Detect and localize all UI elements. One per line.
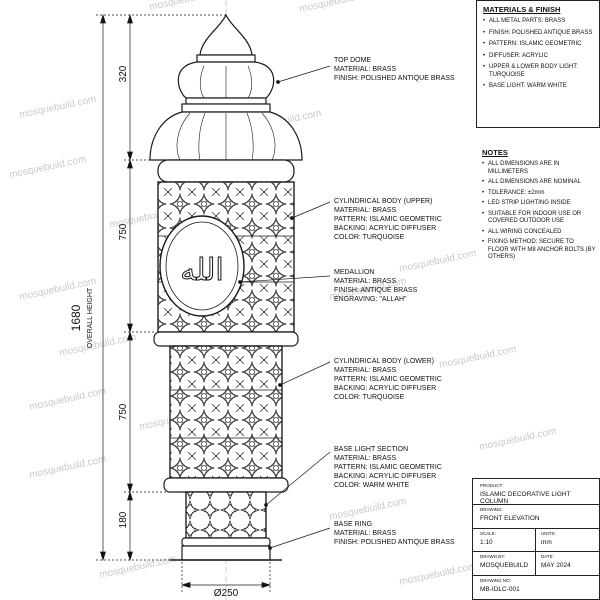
notes-item: TOLERANCE: ±2mm <box>482 190 596 198</box>
callout-line: COLOR: TURQUOISE <box>334 394 405 401</box>
callout-heading: CYLINDRICAL BODY (UPPER) <box>334 198 432 205</box>
notes-panel: NOTES ALL DIMENSIONS ARE IN MILLIMETERS … <box>478 146 600 281</box>
tb-drawing-label: DRAWING: <box>480 507 503 512</box>
tb-date: MAY 2024 <box>541 562 571 569</box>
watermark-text: mosquebuild.com <box>298 0 377 15</box>
tb-drawing: FRONT ELEVATION <box>480 515 540 522</box>
tb-drawn-by: MOSQUEBUILD <box>480 562 529 569</box>
watermark-text: mosquebuild.com <box>28 454 107 481</box>
callout-heading: TOP DOME <box>334 57 371 64</box>
callout-line: BACKING: ACRYLIC DIFFUSER <box>334 225 436 232</box>
callout-line: ENGRAVING: "ALLAH" <box>334 296 407 303</box>
watermark-text: mosquebuild.com <box>58 332 137 359</box>
watermark-text: mosquebuild.com <box>98 554 177 581</box>
watermark-text: mosquebuild.com <box>18 276 97 303</box>
callout-line: FINISH: POLISHED ANTIQUE BRASS <box>334 539 455 546</box>
watermark-text: mosquebuild.com <box>28 386 107 413</box>
callout-heading: BASE RING <box>334 521 372 528</box>
top-dome <box>149 13 303 183</box>
tb-product: ISLAMIC DECORATIVE LIGHT COLUMN <box>480 491 571 505</box>
tb-units-label: UNITS: <box>541 531 556 536</box>
callout-line: PATTERN: ISLAMIC GEOMETRIC <box>334 376 442 383</box>
tb-product-label: PRODUCT: <box>480 483 504 488</box>
callout-line: MATERIAL: BRASS <box>334 367 396 374</box>
notes-item: FIXING METHOD: SECURE TO FLOOR WITH M8 A… <box>482 239 596 262</box>
dim-lower-height: 750 <box>118 403 129 420</box>
tb-drawn-by-label: DRAWN BY: <box>480 554 506 559</box>
materials-item: ALL METAL PARTS: BRASS <box>483 18 593 26</box>
dim-overall-height-label: OVERALL HEIGHT <box>87 287 94 348</box>
lower-body <box>169 345 283 479</box>
dim-upper-height: 750 <box>118 223 129 240</box>
tb-scale-label: SCALE: <box>480 531 497 536</box>
dim-base-height: 180 <box>118 511 129 528</box>
tb-units: mm <box>541 539 552 546</box>
dim-diameter: Ø250 <box>214 588 239 599</box>
watermark-text: mosquebuild.com <box>18 94 97 121</box>
callout-line: MATERIAL: BRASS <box>334 66 396 73</box>
materials-item: UPPER & LOWER BODY LIGHT: TURQUOISE <box>483 64 593 79</box>
notes-item: LED STRIP LIGHTING INSIDE <box>482 200 596 208</box>
callout-group: TOP DOME MATERIAL: BRASS FINISH: POLISHED … <box>334 57 455 546</box>
materials-title: MATERIALS & FINISH <box>483 5 561 14</box>
callout-line: FINISH: ANTIQUE BRASS <box>334 287 418 294</box>
callout-line: COLOR: TURQUOISE <box>334 234 405 241</box>
callout-line: MATERIAL: BRASS <box>334 455 396 462</box>
callout-line: PATTERN: ISLAMIC GEOMETRIC <box>334 464 442 471</box>
dim-overall-height: 1680 <box>69 304 83 331</box>
materials-item: BASE LIGHT: WARM WHITE <box>483 83 593 91</box>
notes-item: SUITABLE FOR INDOOR USE OR COVERED OUTDO… <box>482 211 596 226</box>
callout-line: COLOR: WARM WHITE <box>334 482 410 489</box>
watermark-text: mosquebuild.com <box>478 426 557 453</box>
callout-line: MATERIAL: BRASS <box>334 278 396 285</box>
tb-date-label: DATE: <box>541 554 554 559</box>
materials-item: DIFFUSER: ACRYLIC <box>483 53 593 61</box>
watermark-text: mosquebuild.com <box>8 154 87 181</box>
callout-line: MATERIAL: BRASS <box>334 530 396 537</box>
callout-line: FINISH: POLISHED ANTIQUE BRASS <box>334 75 455 82</box>
tb-drawing-no: MB-IDLC-001 <box>480 586 520 593</box>
notes-item: ALL WIRING CONCEALED <box>482 229 596 237</box>
callout-line: MATERIAL: BRASS <box>334 207 396 214</box>
leader-lines <box>238 65 331 550</box>
materials-list: ALL METAL PARTS: BRASS FINISH: POLISHED … <box>483 18 593 91</box>
notes-item: ALL DIMENSIONS ARE NOMINAL <box>482 179 596 187</box>
materials-item: FINISH: POLISHED ANTIQUE BRASS <box>483 30 593 38</box>
lower-ring <box>163 477 289 493</box>
base-light-section <box>185 491 267 539</box>
callout-line: BACKING: ACRYLIC DIFFUSER <box>334 473 436 480</box>
mid-ring <box>153 331 299 347</box>
tb-drawing-no-label: DRAWING NO: <box>480 578 511 583</box>
title-block: PRODUCT: ISLAMIC DECORATIVE LIGHT COLUMN… <box>472 478 600 600</box>
notes-list: ALL DIMENSIONS ARE IN MILLIMETERS ALL DI… <box>482 161 596 262</box>
watermark-text: mosquebuild.com <box>148 0 227 13</box>
callout-line: BACKING: ACRYLIC DIFFUSER <box>334 385 436 392</box>
tb-scale: 1:10 <box>480 539 493 546</box>
medallion-engraving: الله <box>180 253 224 288</box>
watermark-text: mosquebuild.com <box>438 344 517 371</box>
medallion: الله <box>159 215 245 317</box>
materials-item: PATTERN: ISLAMIC GEOMETRIC <box>483 41 593 49</box>
base-ring <box>170 537 282 561</box>
callout-heading: BASE LIGHT SECTION <box>334 446 408 453</box>
callout-heading: CYLINDRICAL BODY (LOWER) <box>334 358 434 365</box>
watermark-text: mosquebuild.com <box>328 496 407 523</box>
dim-dome-height: 320 <box>118 65 129 82</box>
notes-title: NOTES <box>482 148 508 157</box>
watermark-text: mosquebuild.com <box>398 248 477 275</box>
notes-item: ALL DIMENSIONS ARE IN MILLIMETERS <box>482 161 596 176</box>
materials-panel: MATERIALS & FINISH ALL METAL PARTS: BRAS… <box>476 0 600 128</box>
callout-heading: MEDALLION <box>334 269 374 276</box>
watermark-text: mosquebuild.com <box>398 561 477 588</box>
callout-line: PATTERN: ISLAMIC GEOMETRIC <box>334 216 442 223</box>
dimension-lines <box>96 13 272 592</box>
